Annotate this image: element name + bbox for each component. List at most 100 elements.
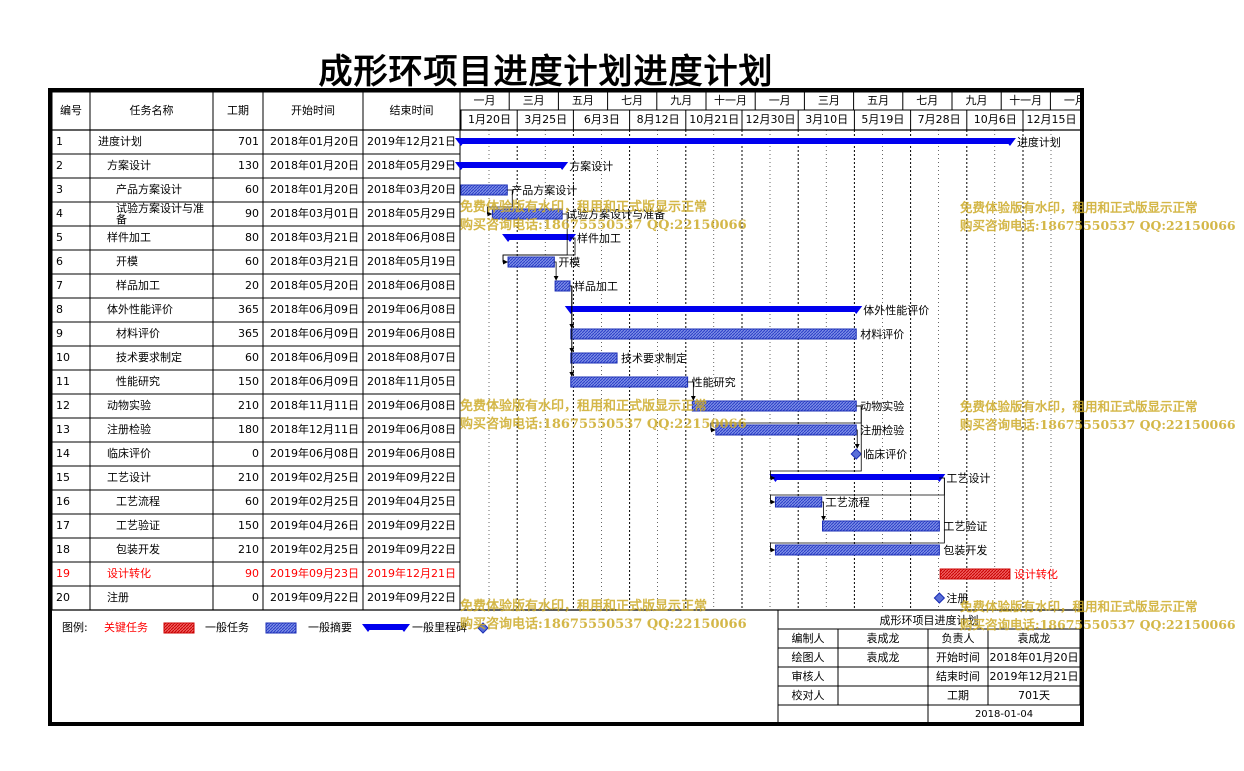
month-label: 九月 bbox=[670, 94, 693, 107]
task-id: 15 bbox=[56, 471, 70, 484]
legend-critical-swatch bbox=[163, 622, 195, 634]
month-label: 十一月 bbox=[714, 94, 747, 107]
task-name: 注册 bbox=[107, 591, 129, 604]
legend-milestone-swatch bbox=[477, 622, 489, 634]
bar-label: 注册 bbox=[946, 591, 968, 605]
month-label: 九月 bbox=[965, 94, 988, 107]
gantt-frame bbox=[48, 88, 1084, 726]
month-label: 五月 bbox=[571, 94, 594, 107]
task-name: 材料评价 bbox=[116, 327, 160, 340]
week-label: 5月19日 bbox=[861, 113, 905, 126]
info-box-cell: 2019年12月21日 bbox=[989, 670, 1079, 683]
task-end: 2019年06月08日 bbox=[367, 447, 456, 460]
task-duration: 20 bbox=[245, 279, 259, 292]
summary-bar-cap bbox=[556, 162, 569, 170]
bar-label: 试验方案设计与准备 bbox=[566, 207, 665, 221]
task-duration: 150 bbox=[238, 375, 259, 388]
task-end: 2019年09月22日 bbox=[367, 471, 456, 484]
task-end: 2018年06月08日 bbox=[367, 279, 456, 292]
task-start: 2018年01月20日 bbox=[270, 159, 359, 172]
task-start: 2018年03月21日 bbox=[270, 255, 359, 268]
summary-bar bbox=[461, 162, 563, 168]
info-box-cell: 校对人 bbox=[791, 689, 825, 702]
column-header-id: 编号 bbox=[60, 104, 82, 117]
task-start: 2019年09月22日 bbox=[270, 591, 359, 604]
bar-label: 技术要求制定 bbox=[621, 351, 687, 365]
info-box-cell: 编制人 bbox=[791, 632, 825, 645]
task-name: 工艺设计 bbox=[107, 471, 151, 484]
week-label: 3月25日 bbox=[524, 113, 568, 126]
task-start: 2018年05月20日 bbox=[270, 279, 359, 292]
task-start: 2019年09月23日 bbox=[270, 567, 359, 580]
month-label: 三月 bbox=[522, 94, 545, 107]
task-start: 2018年06月09日 bbox=[270, 327, 359, 340]
week-label: 12月30日 bbox=[745, 113, 796, 126]
task-id: 12 bbox=[56, 399, 70, 412]
task-end: 2018年11月05日 bbox=[367, 375, 456, 388]
info-box-cell: 701天 bbox=[1018, 689, 1050, 702]
critical-task-bar bbox=[939, 568, 1011, 580]
task-id: 10 bbox=[56, 351, 70, 364]
month-label: 七月 bbox=[621, 94, 644, 107]
task-name: 试验方案设计与准备 bbox=[116, 202, 204, 226]
task-bar bbox=[491, 208, 563, 220]
task-id: 5 bbox=[56, 231, 63, 244]
task-id: 13 bbox=[56, 423, 70, 436]
task-name: 样件加工 bbox=[107, 231, 151, 244]
month-label: 一月 bbox=[473, 94, 496, 107]
dependency-arrow bbox=[854, 429, 860, 449]
task-start: 2018年03月01日 bbox=[270, 207, 359, 220]
info-box-cell: 工期 bbox=[947, 689, 969, 702]
task-bar bbox=[570, 328, 857, 340]
task-duration: 60 bbox=[245, 351, 259, 364]
week-label: 12月15日 bbox=[1026, 113, 1077, 126]
bar-label: 设计转化 bbox=[1014, 567, 1058, 581]
bar-label: 临床评价 bbox=[863, 447, 907, 461]
dependency-arrow bbox=[486, 189, 513, 217]
dependency-arrow bbox=[770, 477, 945, 553]
bar-label: 开模 bbox=[558, 256, 580, 269]
task-duration: 210 bbox=[238, 471, 259, 484]
bar-label: 方案设计 bbox=[569, 159, 613, 173]
info-box-cell: 袁成龙 bbox=[866, 632, 900, 645]
task-name: 设计转化 bbox=[107, 567, 151, 580]
task-id: 1 bbox=[56, 135, 63, 148]
info-box-cell: 开始时间 bbox=[936, 651, 980, 664]
legend-summary-cap bbox=[398, 624, 410, 632]
task-name: 方案设计 bbox=[107, 159, 151, 172]
column-header-start: 开始时间 bbox=[291, 104, 335, 117]
week-label: 1月20日 bbox=[468, 113, 511, 126]
task-duration: 210 bbox=[238, 543, 259, 556]
task-id: 2 bbox=[56, 159, 63, 172]
task-start: 2018年06月09日 bbox=[270, 303, 359, 316]
task-duration: 0 bbox=[252, 591, 259, 604]
task-end: 2019年09月22日 bbox=[367, 543, 456, 556]
task-name: 样品加工 bbox=[116, 279, 160, 292]
task-start: 2018年06月09日 bbox=[270, 351, 359, 364]
task-start: 2019年06月08日 bbox=[270, 447, 359, 460]
task-name: 工艺流程 bbox=[116, 495, 160, 508]
task-end: 2018年05月19日 bbox=[367, 255, 456, 268]
summary-bar-cap bbox=[455, 138, 467, 146]
task-duration: 365 bbox=[238, 327, 259, 340]
info-box-cell: 袁成龙 bbox=[866, 651, 900, 664]
summary-bar-cap bbox=[455, 162, 467, 170]
task-end: 2019年09月22日 bbox=[367, 591, 456, 604]
task-end: 2018年05月29日 bbox=[367, 207, 456, 220]
task-start: 2019年02月25日 bbox=[270, 495, 359, 508]
info-box-cell: 2018年01月20日 bbox=[989, 651, 1079, 664]
task-id: 3 bbox=[56, 183, 63, 196]
info-box-cell bbox=[838, 667, 928, 686]
task-id: 20 bbox=[56, 591, 70, 604]
task-start: 2018年12月11日 bbox=[270, 423, 359, 436]
week-label: 10月6日 bbox=[973, 113, 1017, 126]
task-start: 2018年06月09日 bbox=[270, 375, 359, 388]
month-label: 一月 bbox=[768, 94, 791, 107]
task-end: 2019年04月25日 bbox=[367, 495, 456, 508]
column-header-duration: 工期 bbox=[227, 104, 249, 117]
week-label: 6月3日 bbox=[583, 113, 620, 126]
bar-label: 体外性能评价 bbox=[863, 303, 929, 317]
week-label: 3月10日 bbox=[805, 113, 849, 126]
task-id: 14 bbox=[56, 447, 70, 460]
task-name: 动物实验 bbox=[107, 399, 151, 412]
